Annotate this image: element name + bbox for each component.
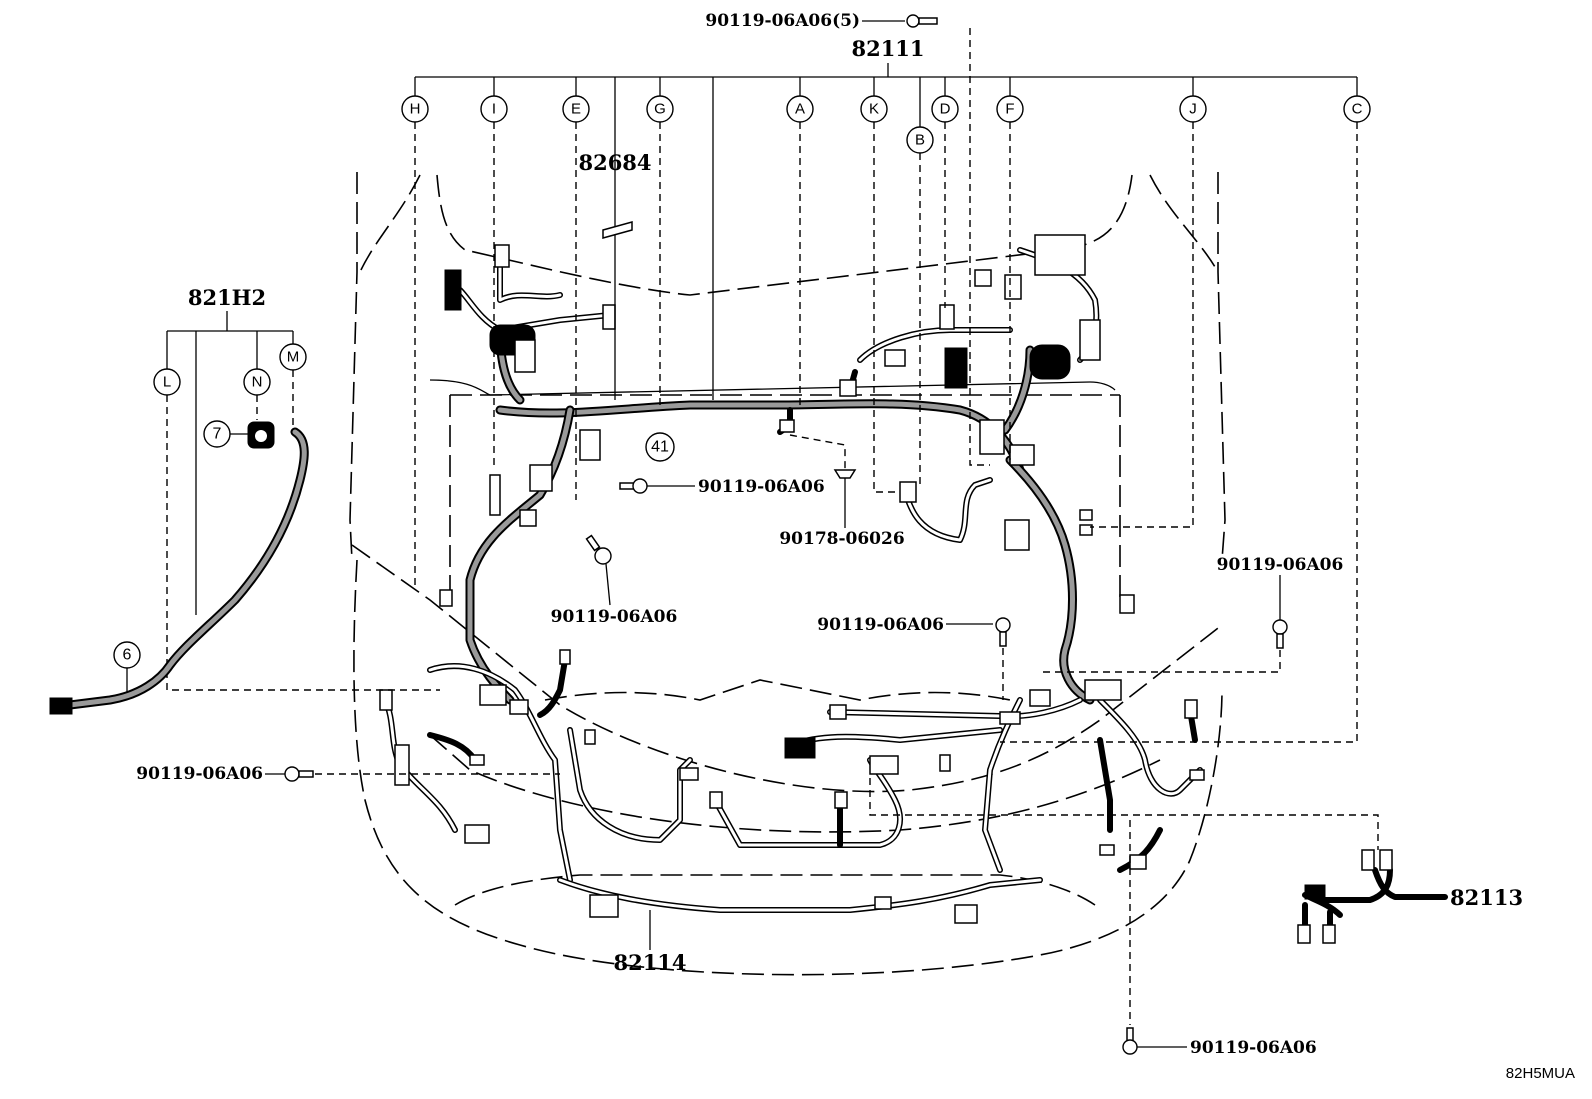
- bolt-90119-06A06-mid: 90119-06A06: [619, 477, 825, 497]
- svg-text:F: F: [1005, 101, 1014, 118]
- protector-82684: 82684: [578, 150, 652, 239]
- svg-text:H: H: [410, 101, 421, 118]
- label-82684: 82684: [578, 150, 651, 175]
- svg-text:E: E: [571, 101, 581, 118]
- callout-7: 7: [203, 420, 248, 448]
- bolt-90119-06A06-center: 90119-06A06: [817, 615, 1011, 700]
- callout-H: H: [401, 95, 429, 123]
- callout-A: A: [786, 95, 814, 123]
- clamp-90178-06026: 90178-06026: [779, 469, 905, 549]
- svg-text:A: A: [795, 101, 805, 118]
- svg-text:G: G: [654, 101, 666, 118]
- svg-text:41: 41: [651, 439, 669, 456]
- label-82113: 82113: [1450, 885, 1523, 910]
- label-clamp: 90178-06026: [779, 529, 904, 549]
- svg-text:J: J: [1189, 101, 1197, 118]
- label-bolt-center-low: 90119-06A06: [551, 607, 678, 627]
- callout-C: C: [1343, 95, 1371, 123]
- harness-connectors: [379, 234, 1205, 924]
- callout-41: 41: [645, 432, 675, 462]
- callout-circles: H I E G A K B D F J C: [401, 95, 1371, 154]
- callout-L: L: [153, 368, 181, 396]
- label-82114: 82114: [613, 950, 686, 975]
- label-bolt-top: 90119-06A06(5): [705, 11, 860, 31]
- label-821H2: 821H2: [188, 285, 266, 310]
- svg-text:L: L: [163, 374, 171, 391]
- callout-tree-82111: [414, 28, 1358, 743]
- bolt-90119-06A06-center-low: 90119-06A06: [551, 534, 678, 627]
- sub-harness-82113: 82113: [869, 778, 1523, 944]
- label-bolt-right: 90119-06A06: [1217, 555, 1344, 575]
- label-bolt-bottom: 90119-06A06: [1190, 1038, 1317, 1058]
- main-harness-wires: [465, 325, 1095, 705]
- svg-text:6: 6: [123, 647, 132, 664]
- svg-text:7: 7: [213, 426, 222, 443]
- vehicle-body-outline: [349, 172, 1226, 976]
- front-harness-82114: 82114: [613, 910, 687, 975]
- label-bolt-mid: 90119-06A06: [698, 477, 825, 497]
- label-82111: 82111: [851, 36, 924, 61]
- figure-code: 82H5MUA: [1506, 1065, 1575, 1082]
- svg-text:M: M: [287, 349, 300, 366]
- callout-E: E: [562, 95, 590, 123]
- callout-J: J: [1179, 95, 1207, 123]
- side-harness-821H2: 821H2 L N M 7 6: [49, 285, 440, 715]
- svg-text:B: B: [915, 132, 925, 149]
- callout-G: G: [646, 95, 674, 123]
- callout-6: 6: [113, 641, 141, 692]
- callout-B: B: [906, 126, 934, 154]
- svg-text:I: I: [492, 101, 496, 118]
- label-bolt-left: 90119-06A06: [136, 764, 263, 784]
- callout-K: K: [860, 95, 888, 123]
- callout-I: I: [480, 95, 508, 123]
- callout-F: F: [996, 95, 1024, 123]
- callout-N: N: [243, 368, 271, 396]
- bolt-90119-06A06-bottom: 90119-06A06: [1122, 820, 1317, 1058]
- bolt-90119-06A06-right: 90119-06A06: [1040, 555, 1344, 673]
- bolt-90119-06A06-5: 90119-06A06(5): [705, 11, 938, 31]
- svg-text:K: K: [869, 101, 879, 118]
- svg-text:C: C: [1352, 101, 1363, 118]
- label-bolt-center: 90119-06A06: [817, 615, 944, 635]
- callout-D: D: [931, 95, 959, 123]
- bolt-90119-06A06-left: 90119-06A06: [136, 764, 560, 784]
- callout-M: M: [279, 343, 307, 371]
- svg-text:D: D: [940, 101, 951, 118]
- svg-text:N: N: [252, 374, 263, 391]
